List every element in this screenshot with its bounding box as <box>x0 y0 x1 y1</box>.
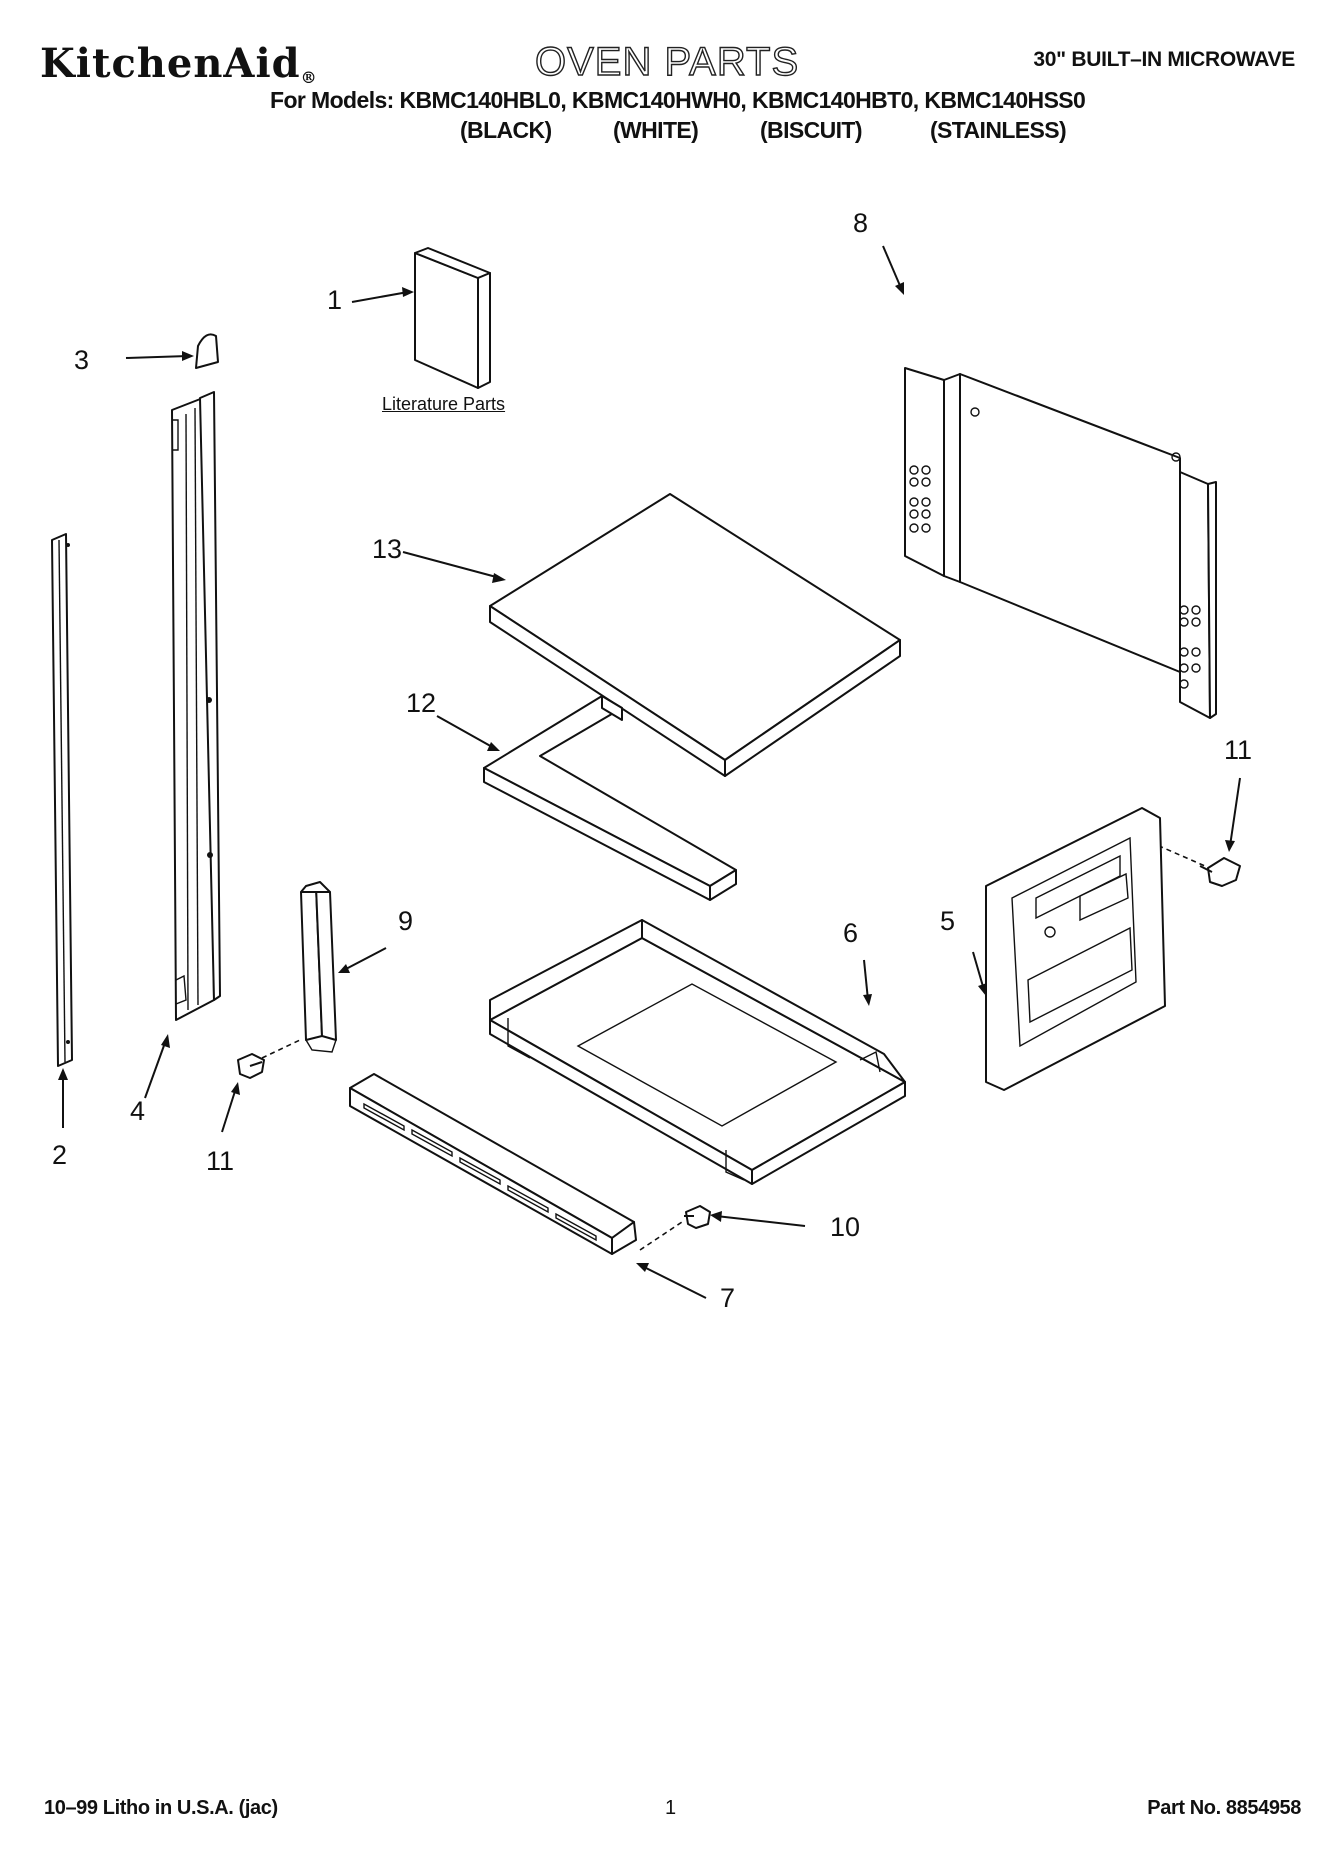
callout-4: 4 <box>130 1096 146 1126</box>
leader-12 <box>436 715 495 749</box>
callout-1: 1 <box>327 285 343 315</box>
callout-12: 12 <box>406 688 437 718</box>
leader-13 <box>402 551 501 579</box>
leader-7 <box>641 1265 707 1299</box>
color-biscuit: (BISCUIT) <box>760 117 863 143</box>
part-10-screw <box>684 1205 711 1229</box>
callout-8: 8 <box>853 208 869 238</box>
callout-11-left: 11 <box>206 1146 235 1176</box>
callout-7: 7 <box>720 1283 736 1313</box>
color-white: (WHITE) <box>613 117 699 143</box>
part-7-vent-grille <box>349 1073 637 1255</box>
leader-11-right <box>1229 777 1241 847</box>
leader-4 <box>144 1039 167 1099</box>
part-12-seal <box>483 695 737 901</box>
callout-10: 10 <box>830 1212 861 1242</box>
part-8-side-panel <box>904 367 1217 719</box>
callout-3: 3 <box>74 345 90 375</box>
callout-11-right: 11 <box>1224 735 1253 765</box>
registered-mark: ® <box>300 68 318 87</box>
part-9-vent-duct <box>300 881 337 1053</box>
leader-5 <box>972 951 985 991</box>
product-name: 30" BUILT–IN MICROWAVE <box>1033 48 1295 71</box>
literature-parts-label: Literature Parts <box>382 394 506 414</box>
callout-13: 13 <box>372 534 403 564</box>
part-11-screw-right <box>1199 857 1241 887</box>
print-info: 10–99 Litho in U.S.A. (jac) <box>44 1797 278 1819</box>
part-2-trim-strip <box>51 533 73 1067</box>
kitchenaid-logo: KitchenAid® <box>40 40 318 87</box>
part-number: Part No. 8854958 <box>1147 1797 1301 1819</box>
screw-path-10 <box>639 1221 683 1251</box>
screw-path-left <box>261 1039 301 1059</box>
leader-6 <box>863 959 869 1001</box>
brand-name: KitchenAid <box>40 40 301 87</box>
leader-9 <box>343 947 387 971</box>
models-line: For Models: KBMC140HBL0, KBMC140HWH0, KB… <box>270 87 1086 113</box>
color-stainless: (STAINLESS) <box>930 117 1067 143</box>
callout-6: 6 <box>843 918 859 948</box>
part-1-literature <box>414 247 491 389</box>
page-title: OVEN PARTS <box>534 39 800 84</box>
leader-8 <box>882 245 902 289</box>
part-11-screw-left <box>237 1053 265 1079</box>
callout-9: 9 <box>398 906 414 936</box>
part-4-side-trim <box>171 391 221 1021</box>
page-number: 1 <box>665 1797 677 1819</box>
color-black: (BLACK) <box>460 117 552 143</box>
leader-10 <box>715 1215 806 1227</box>
part-6-tray <box>489 919 906 1185</box>
leader-1 <box>351 291 409 303</box>
part-13-panel <box>489 493 901 777</box>
part-3-cap <box>195 333 219 369</box>
leader-3 <box>125 355 189 359</box>
part-5-mounting-plate <box>985 807 1166 1091</box>
callout-5: 5 <box>940 906 956 936</box>
callout-2: 2 <box>52 1140 68 1170</box>
leader-11-left <box>221 1087 237 1133</box>
